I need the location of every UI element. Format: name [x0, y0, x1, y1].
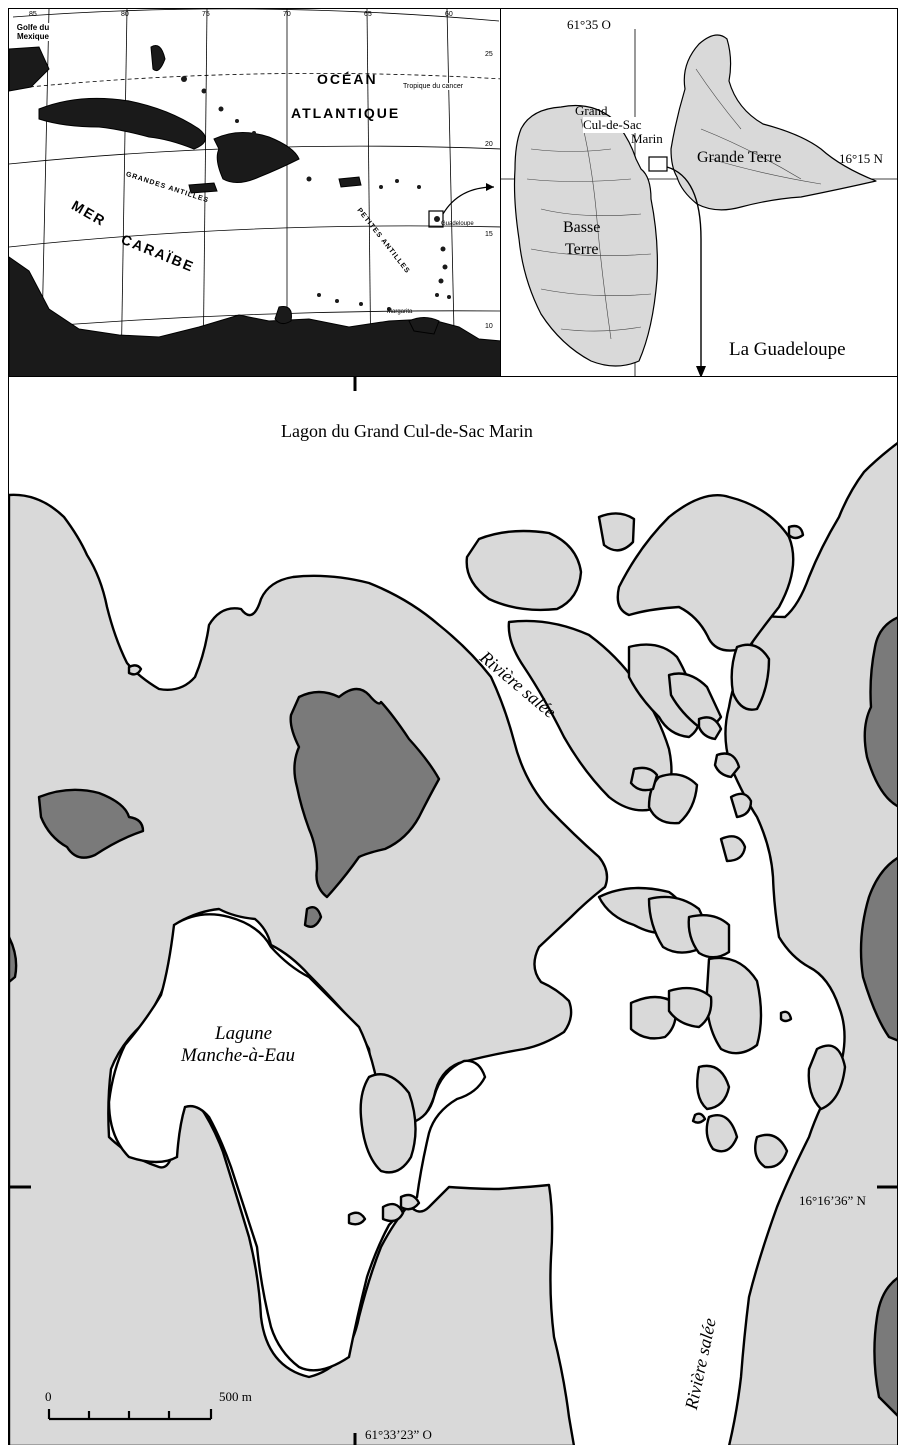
caribbean-map-graphic	[9, 9, 500, 376]
atlantic-ocean-label-2: ATLANTIQUE	[291, 105, 401, 121]
scale-bar	[47, 1409, 213, 1421]
lagoon-label-1: Lagune	[215, 1023, 272, 1044]
lon-tick-75: 75	[202, 11, 210, 18]
lagoon-main-map: Lagon du Grand Cul-de-Sac Marin Rivière …	[8, 376, 898, 1445]
gulf-of-mexico-label: Golfe du Mexique	[15, 23, 51, 41]
lat-tick-25: 25	[485, 51, 493, 58]
lon-tick-85: 85	[29, 11, 37, 18]
lagoon-label-2: Manche-à-Eau	[181, 1045, 295, 1066]
lon-tick-65: 65	[364, 11, 372, 18]
guadeloupe-lat-label: 16°15 N	[839, 151, 883, 166]
mangrove-left	[37, 788, 145, 859]
lat-tick-20: 20	[485, 141, 493, 148]
grande-terre-land	[724, 442, 897, 1445]
guadeloupe-lon-label: 61°35 O	[567, 17, 611, 32]
caribbean-landmasses	[9, 45, 500, 376]
bay-label-2: Cul-de-Sac	[583, 117, 642, 133]
guadeloupe-inset-map: 61°35 O 16°15 N Grand Cul-de-Sac Marin G…	[500, 8, 898, 377]
lagoon-locator-box	[648, 156, 668, 172]
bay-label-3: Marin	[631, 131, 663, 146]
lon-tick-80: 80	[121, 11, 129, 18]
margarita-label: Margarita	[387, 309, 413, 315]
manche-a-eau-water	[107, 913, 487, 1372]
guadeloupe-title: La Guadeloupe	[729, 339, 846, 360]
main-lon-label: 61°33’23” O	[365, 1427, 432, 1442]
grande-terre-label: Grande Terre	[697, 149, 782, 166]
guadeloupe-small-label: Guadeloupe	[441, 221, 474, 227]
main-lat-label: 16°16’36” N	[799, 1193, 866, 1208]
mangrove-right-bottom	[873, 1277, 897, 1417]
basse-terre-label-1: Basse	[563, 219, 601, 236]
caribbean-inset-map: 85 80 75 70 65 60 25 20 15 10 Golfe du M…	[8, 8, 501, 377]
mangrove-central	[289, 687, 441, 899]
lagoon-title: Lagon du Grand Cul-de-Sac Marin	[281, 421, 533, 441]
lon-tick-60: 60	[445, 11, 453, 18]
lat-tick-10: 10	[485, 323, 493, 330]
lagoon-map-graphic	[9, 377, 897, 1445]
guadeloupe-locator-box	[428, 210, 444, 228]
mangrove-right-mid	[859, 856, 897, 1042]
guadeloupe-map-graphic	[501, 29, 897, 376]
scale-start-label: 0	[45, 1389, 52, 1404]
scale-end-label: 500 m	[219, 1389, 252, 1404]
atlantic-ocean-label-1: OCÉAN	[317, 71, 378, 87]
lon-tick-70: 70	[283, 11, 291, 18]
tropic-of-cancer-label: Tropique du cancer	[403, 83, 464, 90]
mangrove-right-top	[863, 616, 897, 808]
basse-terre-label-2: Terre	[565, 241, 599, 258]
bay-label-1: Grand	[575, 103, 608, 118]
lat-tick-15: 15	[485, 231, 493, 238]
